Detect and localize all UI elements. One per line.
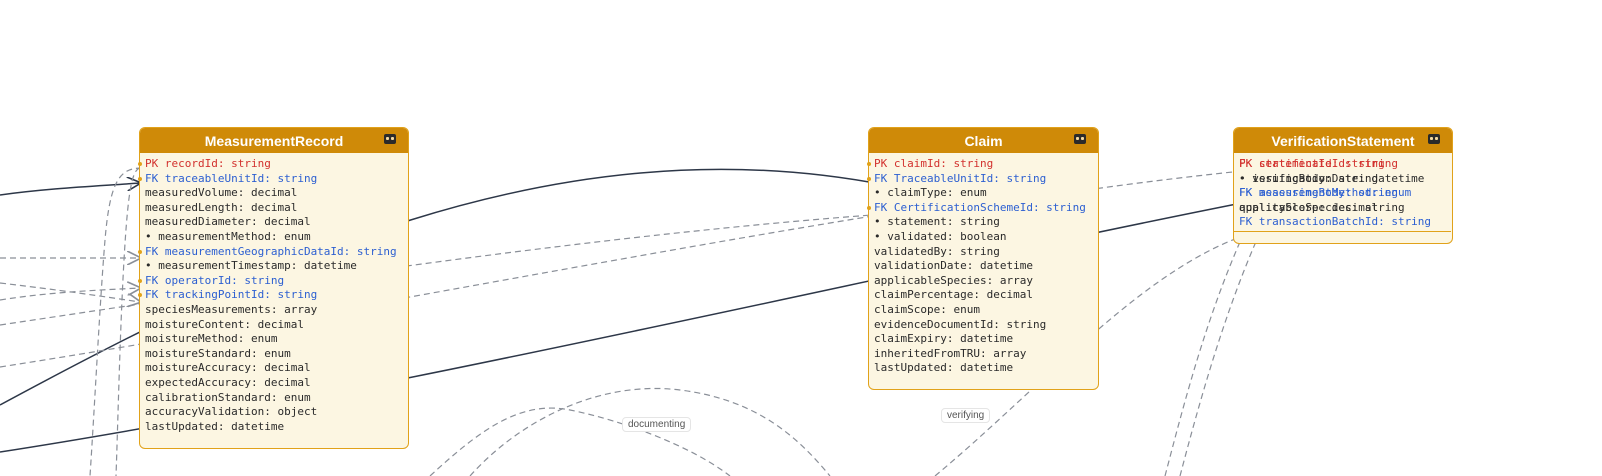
- entity-field: lastUpdated: datetime: [874, 361, 1014, 375]
- edge-to-measurement-traceableunit: [0, 183, 140, 196]
- connector-dot-icon: [138, 176, 142, 181]
- entity-title: Claim: [964, 132, 1003, 149]
- edge-documenting-2: [429, 407, 731, 476]
- edge-to-measurement-operator: [0, 288, 140, 301]
- entity-field: moistureAccuracy: decimal: [145, 361, 311, 375]
- entity-field: FK TraceableUnitId: string: [867, 172, 1098, 187]
- entity-field: • claimType: enum: [874, 186, 987, 200]
- robot-icon[interactable]: [384, 134, 396, 144]
- entity-header: MeasurementRecord: [140, 128, 408, 153]
- entity-field: PK statementId: string: [1239, 157, 1385, 170]
- entity-field: FK transactionBatchId: string: [1239, 215, 1432, 229]
- connector-dot-icon: [138, 278, 142, 283]
- entity-field: expectedAccuracy: decimal: [145, 375, 311, 389]
- entity-header: VerificationStatement: [1234, 128, 1452, 153]
- entity-field: moistureContent: decimal: [145, 317, 304, 331]
- entity-field: • verificationDate: datetime: [1239, 171, 1425, 185]
- entity-field: evidenceDocumentId: string: [874, 317, 1047, 331]
- connector-dot-icon: [867, 162, 871, 166]
- entity-field: measuredLength: decimal: [145, 200, 298, 214]
- entity-field: calibrationStandard: enum: [145, 390, 311, 404]
- entity-field: accuracyValidation: object: [145, 405, 318, 419]
- connector-dot-icon: [138, 293, 142, 298]
- entity-header: Claim: [869, 128, 1098, 153]
- connector-dot-icon: [138, 249, 142, 254]
- edge-from-measurement-recordid: [89, 167, 143, 476]
- entity-field: FK trackingPointId: string: [138, 288, 408, 303]
- edge-verifying-2: [1164, 202, 1259, 476]
- entity-field: validatedBy: string: [874, 244, 1000, 258]
- entity-field: FK certificateId: string: [1239, 157, 1398, 170]
- entity-field: applicableSpecies: string: [1239, 200, 1405, 214]
- edge-to-claim-certscheme-2: [0, 213, 886, 368]
- entity-field: claimScope: enum: [874, 302, 980, 316]
- robot-icon[interactable]: [1074, 134, 1086, 144]
- edge-label-documenting: documenting: [622, 417, 692, 432]
- entity-field: • validated: boolean: [874, 229, 1007, 243]
- entity-field: measuredVolume: decimal: [145, 186, 298, 200]
- connector-dot-icon: [867, 176, 871, 181]
- edge-documenting: [469, 387, 831, 476]
- edge-from-measurement-recordid-2: [115, 167, 141, 476]
- entity-verification-statement[interactable]: VerificationStatement PK statementId: st…: [1233, 127, 1453, 244]
- entity-field: • statement: string: [874, 215, 1000, 229]
- entity-field: FK measurementGeographicDataId: string: [138, 245, 408, 260]
- edge-verifying: [934, 230, 1262, 476]
- edge-to-claim-traceableunit: [0, 168, 885, 406]
- entity-field: applicableSpecies: array: [874, 273, 1033, 287]
- entity-field: PK claimId: string: [867, 157, 1098, 172]
- entity-title: MeasurementRecord: [204, 132, 344, 149]
- entity-field: FK measurementMethod: enum: [1239, 186, 1412, 200]
- entity-field: FK operatorId: string: [138, 274, 408, 289]
- entity-field: FK assessingBody: string: [1239, 186, 1398, 200]
- entity-field: PK recordId: string: [138, 157, 408, 172]
- edge-label-verifying: verifying: [941, 408, 991, 423]
- entity-field: • measurementMethod: enum: [145, 229, 311, 243]
- entity-field: qualityScore: decimal: [1239, 200, 1379, 214]
- entity-field: claimExpiry: datetime: [874, 332, 1014, 346]
- robot-icon[interactable]: [1428, 134, 1440, 144]
- entity-field: speciesMeasurements: array: [145, 302, 318, 316]
- edge-verifying-3: [1179, 227, 1263, 476]
- overlap-panel-border: [1234, 152, 1451, 232]
- entity-field: moistureStandard: enum: [145, 346, 291, 360]
- edge-to-claim-certscheme: [0, 214, 885, 326]
- entity-field: • measurementTimestamp: datetime: [145, 259, 357, 273]
- entity-field: validationDate: datetime: [874, 259, 1033, 273]
- entity-field: lastUpdated: datetime: [145, 419, 285, 433]
- entity-field: • issuingBody: string: [1239, 171, 1379, 185]
- entity-field: moistureMethod: enum: [145, 332, 278, 346]
- entity-field: claimPercentage: decimal: [874, 288, 1033, 302]
- entity-title: VerificationStatement: [1271, 132, 1415, 149]
- entity-field: measuredDiameter: decimal: [145, 215, 311, 229]
- entity-field: FK CertificationSchemeId: string: [867, 201, 1098, 216]
- entity-field: inheritedFromTRU: array: [874, 346, 1027, 360]
- entity-field: FK traceableUnitId: string: [138, 172, 408, 187]
- connector-dot-icon: [867, 205, 871, 210]
- connector-dot-icon: [138, 162, 142, 166]
